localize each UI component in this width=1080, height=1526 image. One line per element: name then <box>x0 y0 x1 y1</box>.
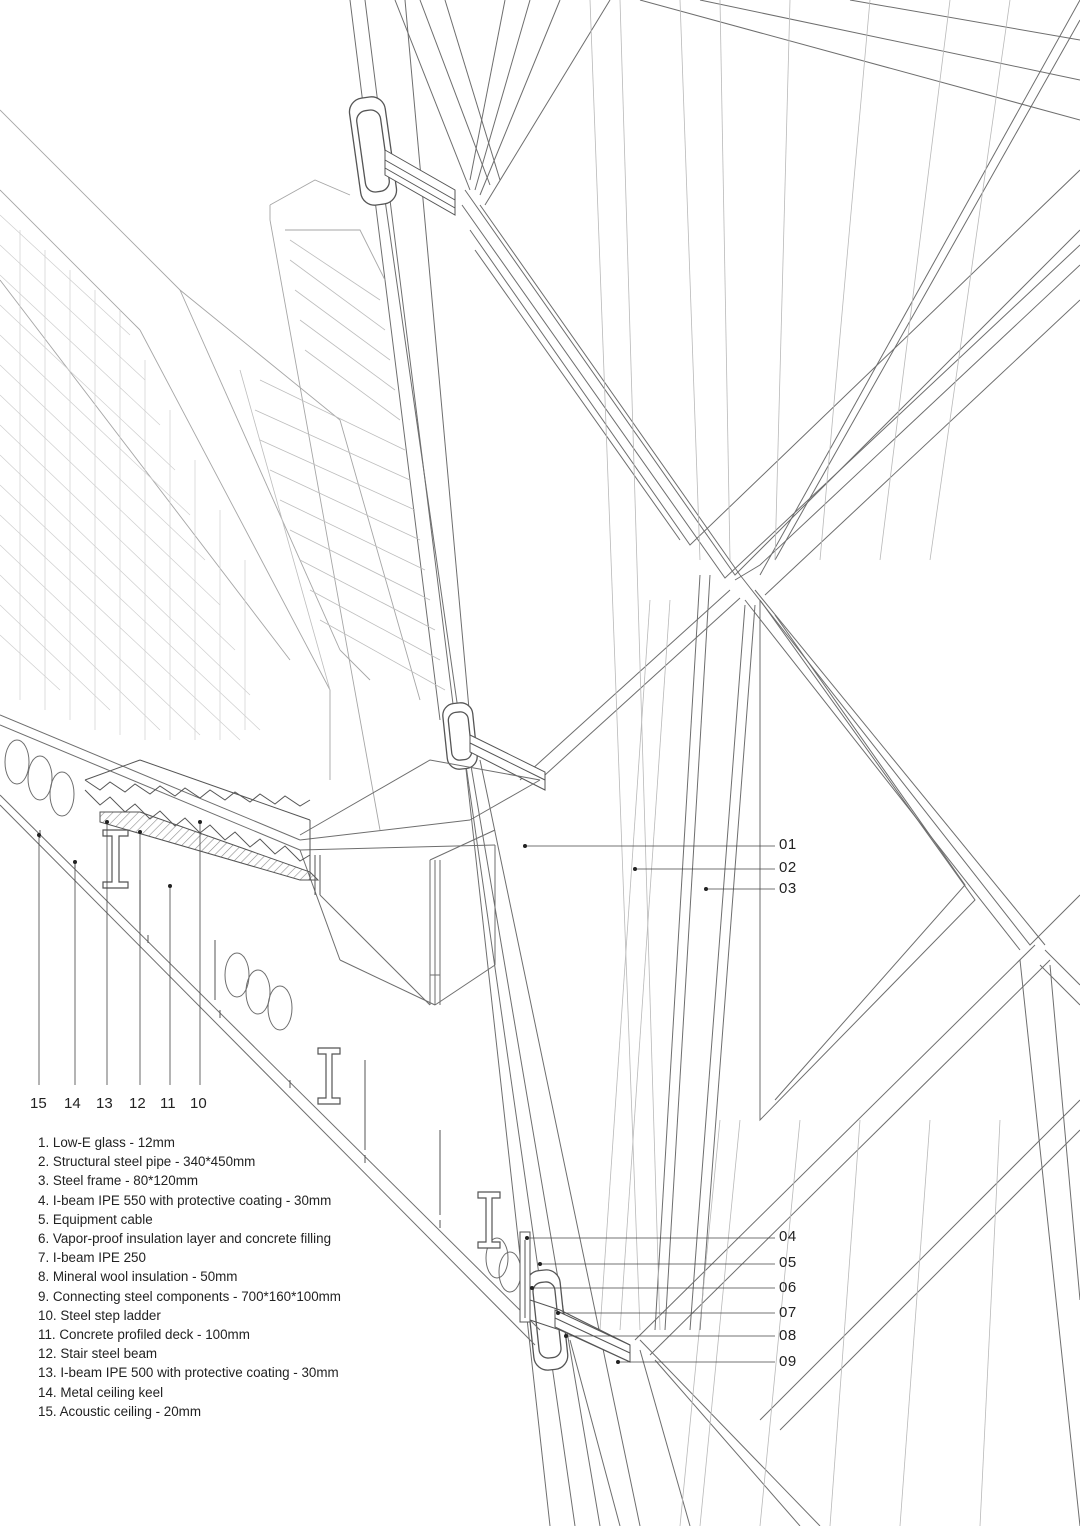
legend-item: 3. Steel frame - 80*120mm <box>38 1173 199 1189</box>
stair-beam-section <box>99 811 320 881</box>
legend-item: 5. Equipment cable <box>38 1211 153 1227</box>
legend-item: 1. Low-E glass - 12mm <box>38 1135 175 1150</box>
callout-08: 08 <box>779 1327 797 1344</box>
callout-14: 14 <box>64 1095 81 1112</box>
callout-10: 10 <box>190 1095 207 1112</box>
callout-05: 05 <box>779 1254 797 1271</box>
i-beams <box>102 829 501 1249</box>
callout-04: 04 <box>779 1228 797 1245</box>
landing-slab <box>299 759 541 1006</box>
legend-item: 12. Stair steel beam <box>38 1346 158 1362</box>
callout-09: 09 <box>779 1353 797 1370</box>
legend-item: 7. I-beam IPE 250 <box>38 1250 146 1266</box>
legend-item: 2. Structural steel pipe - 340*450mm <box>38 1154 256 1170</box>
roof-ribs <box>0 214 261 741</box>
legend-item: 9. Connecting steel components - 700*160… <box>38 1288 341 1304</box>
interior-stair <box>239 239 446 691</box>
callout-02: 02 <box>779 859 797 876</box>
leader-lines <box>38 822 775 1363</box>
legend-item: 14. Metal ceiling keel <box>38 1384 164 1400</box>
component-legend: 1. Low-E glass - 12mm 2. Structural stee… <box>38 1133 341 1421</box>
callout-07: 07 <box>779 1304 797 1321</box>
floor-slab <box>0 714 541 1346</box>
callout-01: 01 <box>779 836 797 853</box>
legend-item: 15. Acoustic ceiling - 20mm <box>38 1403 201 1419</box>
legend-item: 11. Concrete profiled deck - 100mm <box>38 1327 250 1343</box>
callout-13: 13 <box>96 1095 113 1112</box>
facade-diagrid <box>394 0 1080 1526</box>
legend-item: 4. I-beam IPE 550 with protective coatin… <box>38 1192 332 1208</box>
legend-item: 8. Mineral wool insulation - 50mm <box>38 1269 238 1285</box>
callout-15: 15 <box>30 1095 47 1112</box>
node-frame-bars <box>384 149 631 1363</box>
roof-mass <box>0 109 421 831</box>
facade-light-lines <box>589 0 1011 1526</box>
callout-12: 12 <box>129 1095 146 1112</box>
callout-03: 03 <box>779 880 797 897</box>
legend-item: 13. I-beam IPE 500 with protective coati… <box>38 1365 339 1381</box>
structural-steel-pipe <box>349 0 641 1526</box>
node-connectors <box>348 96 569 1371</box>
lower-joint-detail <box>519 1231 631 1363</box>
callout-06: 06 <box>779 1279 797 1296</box>
leader-dots <box>37 820 708 1364</box>
legend-item: 6. Vapor-proof insulation layer and conc… <box>38 1231 332 1247</box>
legend-item: 10. Steel step ladder <box>38 1307 161 1323</box>
callout-11: 11 <box>160 1095 176 1112</box>
